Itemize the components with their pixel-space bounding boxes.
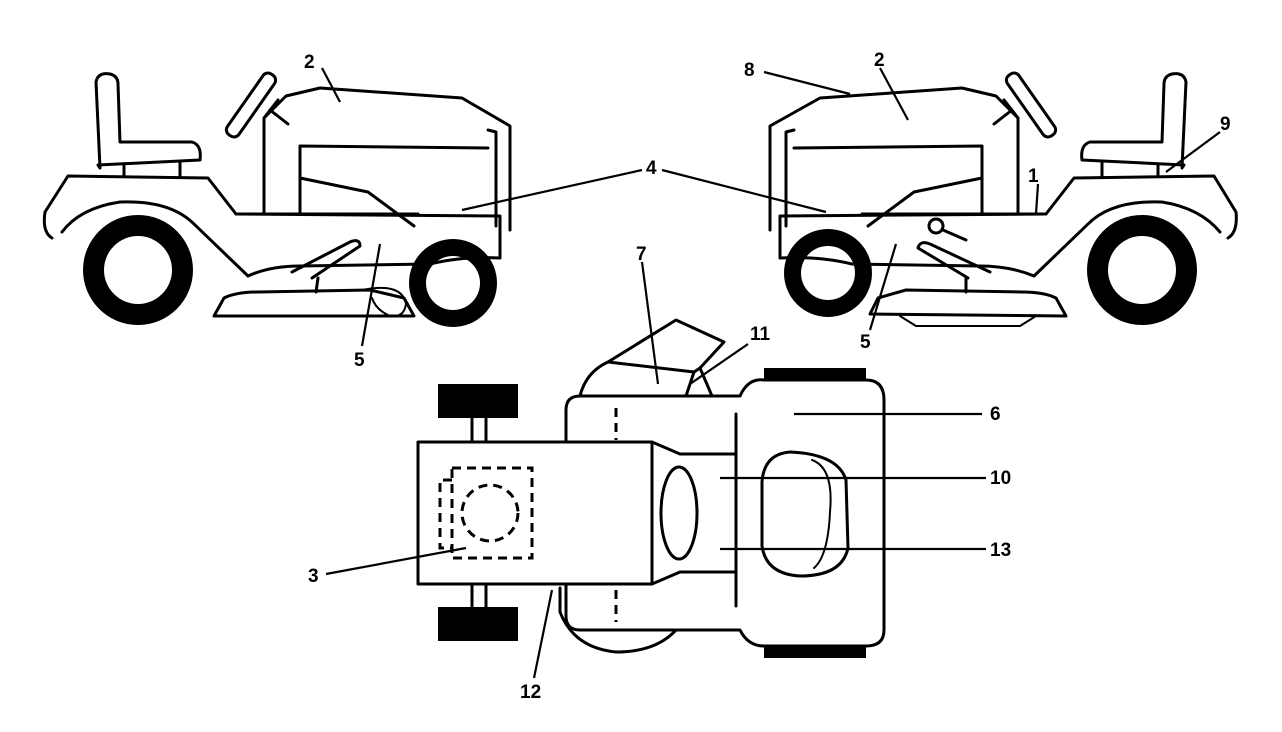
tractor-top-view xyxy=(416,318,886,658)
callout-1: 1 xyxy=(1028,166,1039,187)
callout-13: 13 xyxy=(990,540,1011,561)
leader-lines xyxy=(321,67,1221,679)
callout-9: 9 xyxy=(1220,114,1231,135)
callout-2-right: 2 xyxy=(874,50,885,71)
tractor-left-side-view xyxy=(42,71,512,327)
callout-10: 10 xyxy=(990,468,1011,489)
callout-12: 12 xyxy=(520,682,541,703)
callout-7: 7 xyxy=(636,244,647,265)
callout-11: 11 xyxy=(750,324,771,345)
callout-5-left: 5 xyxy=(354,350,365,371)
callout-2-left: 2 xyxy=(304,52,315,73)
callout-5-right: 5 xyxy=(860,332,871,353)
callout-3: 3 xyxy=(308,566,319,587)
tractor-right-side-view xyxy=(768,71,1238,327)
callout-labels: 1 2 2 3 4 5 5 6 7 8 9 10 11 12 13 xyxy=(304,50,1231,703)
callout-8: 8 xyxy=(744,60,755,81)
callout-6: 6 xyxy=(990,404,1001,425)
callout-4: 4 xyxy=(646,158,657,179)
